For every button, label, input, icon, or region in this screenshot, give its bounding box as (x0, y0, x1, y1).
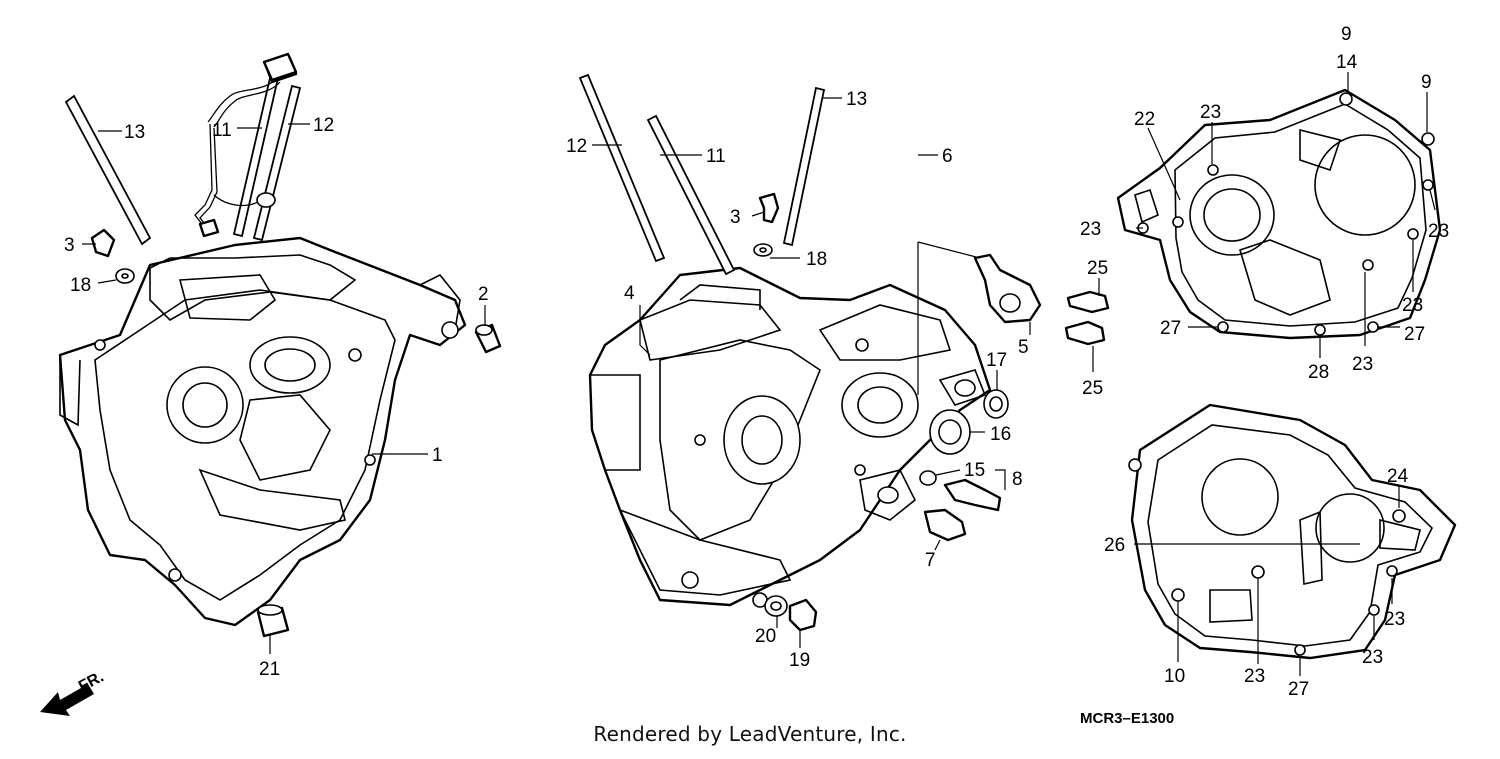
callout-19: 19 (789, 650, 810, 671)
footer-credit: Rendered by LeadVenture, Inc. (593, 722, 907, 746)
callout-27-right: 27 (1404, 324, 1425, 345)
bolt-3-left-illustration (90, 228, 116, 258)
callout-22: 22 (1134, 109, 1155, 130)
stud-12-left-illustration (252, 84, 302, 242)
callout-24: 24 (1387, 466, 1409, 487)
drain-plug-19-illustration (788, 598, 818, 632)
callout-labels: 13 11 12 3 18 2 1 21 12 11 13 3 18 4 6 5… (64, 24, 1449, 700)
stud-12-right-illustration (578, 73, 666, 263)
callout-8: 8 (1012, 469, 1023, 490)
callout-12-right: 12 (566, 136, 587, 157)
callout-23-e: 23 (1352, 354, 1373, 375)
callout-10: 10 (1164, 666, 1185, 687)
switch-8-illustration (943, 478, 1002, 512)
collar-2-illustration (474, 323, 502, 354)
callout-23-b: 23 (1080, 219, 1101, 240)
washer-20-illustration (764, 595, 788, 617)
callout-17: 17 (986, 350, 1007, 371)
gasket-lower-illustration (1128, 403, 1457, 660)
callout-27-left: 27 (1160, 318, 1181, 339)
callout-3-right: 3 (730, 207, 741, 228)
oil-seal-16-illustration (929, 409, 971, 455)
right-crankcase-illustration (588, 266, 992, 608)
stud-13-right-illustration (782, 86, 826, 247)
callout-23-lower-c: 23 (1244, 666, 1265, 687)
oil-seal-17-illustration (983, 389, 1009, 419)
washer-18-right-illustration (753, 243, 773, 257)
callout-5: 5 (1018, 337, 1029, 358)
switch-7-illustration (923, 508, 967, 542)
callout-23-lower-b: 23 (1362, 647, 1383, 668)
front-arrow-icon (40, 684, 94, 716)
callout-18-left: 18 (70, 275, 91, 296)
callout-16: 16 (990, 424, 1011, 445)
callout-11-left: 11 (212, 120, 232, 141)
callout-9-top: 9 (1341, 24, 1352, 45)
gasket-upper-illustration (1116, 88, 1442, 340)
diagram-reference-code: MCR3–E1300 (1080, 710, 1175, 727)
callout-7: 7 (925, 550, 936, 571)
callout-13-left: 13 (124, 122, 145, 143)
washer-15-illustration (919, 470, 937, 486)
bolt-25-top-illustration (1066, 290, 1110, 314)
bolt-3-right-illustration (758, 192, 780, 224)
callout-27-lower: 27 (1288, 679, 1309, 700)
callout-21: 21 (259, 659, 280, 680)
callout-25-bottom: 25 (1082, 378, 1103, 399)
callout-14: 14 (1336, 52, 1358, 73)
callout-13-right: 13 (846, 89, 867, 110)
callout-23-c: 23 (1428, 221, 1449, 242)
dowel-21-illustration (256, 604, 290, 638)
stud-13-left-illustration (64, 94, 152, 246)
leader-lines (82, 72, 1436, 676)
callout-9-right: 9 (1421, 72, 1432, 93)
callout-20: 20 (755, 626, 776, 647)
callout-4: 4 (624, 283, 635, 304)
callout-23-d: 23 (1402, 295, 1423, 316)
callout-28: 28 (1308, 362, 1329, 383)
callout-6: 6 (942, 146, 953, 167)
callout-25-top: 25 (1087, 258, 1108, 279)
bracket-5-illustration (973, 253, 1042, 324)
callout-15: 15 (964, 460, 985, 481)
callout-1: 1 (432, 445, 443, 466)
washer-18-left-illustration (115, 268, 135, 284)
callout-23-a: 23 (1200, 102, 1221, 123)
callout-26: 26 (1104, 535, 1125, 556)
wire-harness-6-connector (262, 52, 298, 82)
callout-23-lower-a: 23 (1384, 609, 1405, 630)
stud-11-left-illustration (232, 77, 280, 238)
callout-18-right: 18 (806, 249, 827, 270)
bolt-25-bottom-illustration (1064, 320, 1106, 346)
callout-3-left: 3 (64, 235, 75, 256)
callout-2: 2 (478, 284, 489, 305)
callout-12-left: 12 (313, 115, 334, 136)
left-crankcase-illustration (58, 236, 467, 627)
callout-11-right: 11 (706, 146, 726, 167)
